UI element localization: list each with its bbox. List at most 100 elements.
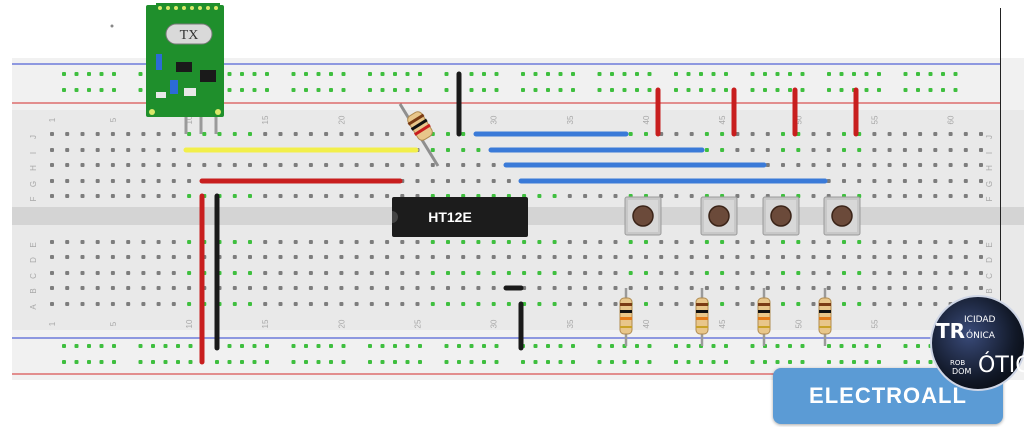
push-button-4[interactable] — [823, 196, 861, 236]
rail-hole — [827, 72, 831, 76]
rail-hole — [265, 360, 269, 364]
hole — [80, 163, 85, 167]
hole — [126, 271, 131, 275]
hole — [446, 302, 450, 306]
rail-hole — [265, 88, 269, 92]
hole — [750, 255, 755, 259]
hole — [811, 286, 816, 290]
rail-hole — [494, 360, 499, 364]
column-number: 10 — [185, 319, 194, 328]
rail-hole — [916, 360, 920, 364]
rail-hole — [368, 72, 372, 76]
rail-hole — [368, 344, 372, 348]
hole — [171, 302, 176, 306]
hole — [171, 194, 176, 198]
hole — [369, 255, 374, 259]
rail-hole — [699, 72, 703, 76]
hole — [263, 163, 268, 167]
column-number: 35 — [566, 115, 575, 124]
hole — [308, 302, 313, 306]
rail-hole — [329, 88, 333, 92]
rail-hole — [494, 88, 499, 92]
hole — [506, 271, 511, 275]
hole — [95, 179, 100, 183]
hole — [933, 148, 938, 152]
resistor-2[interactable] — [695, 288, 709, 346]
hole — [704, 286, 709, 290]
rail-hole — [494, 344, 499, 348]
hole — [628, 271, 633, 275]
rail-hole — [393, 360, 397, 364]
hole — [979, 148, 983, 152]
hole — [918, 148, 923, 152]
hole — [232, 302, 237, 306]
rail-hole — [775, 344, 780, 348]
rf-module-label: TX — [180, 28, 199, 43]
hole — [232, 271, 237, 275]
rail-hole — [635, 72, 639, 76]
hole — [948, 194, 953, 198]
hole — [156, 302, 161, 306]
hole — [887, 194, 892, 198]
hole — [720, 240, 725, 244]
column-number: 45 — [718, 319, 727, 328]
hole — [385, 132, 390, 136]
hole — [400, 271, 405, 275]
hole — [110, 271, 115, 275]
hole — [415, 286, 420, 290]
ic-ht12e[interactable]: HT12E — [392, 197, 528, 237]
hole — [187, 132, 192, 136]
hole — [842, 286, 846, 290]
hole — [95, 163, 100, 167]
rail-hole — [316, 72, 321, 76]
resistor-1[interactable] — [619, 288, 633, 346]
row-letter: H — [29, 165, 38, 171]
rail-hole — [674, 88, 678, 92]
rail-hole — [558, 360, 563, 364]
hole — [552, 255, 557, 259]
hole — [400, 132, 405, 136]
hole — [248, 132, 252, 136]
hole — [278, 302, 283, 306]
hole — [141, 286, 146, 290]
hole — [948, 271, 953, 275]
row-letter: J — [29, 135, 38, 139]
rail-hole — [546, 344, 550, 348]
rf-tx-module[interactable]: TX — [146, 3, 224, 134]
hole — [948, 240, 953, 244]
hole — [141, 148, 146, 152]
hole — [537, 240, 542, 244]
rail-hole — [457, 360, 461, 364]
hole — [187, 286, 192, 290]
hole — [110, 286, 115, 290]
hole — [887, 148, 892, 152]
hole — [369, 240, 374, 244]
hole — [80, 255, 85, 259]
resistor-oscillator[interactable] — [398, 103, 440, 167]
resistor-3[interactable] — [757, 288, 771, 346]
hole — [491, 255, 496, 259]
hole — [80, 302, 85, 306]
rail-hole — [62, 72, 66, 76]
hole — [339, 302, 344, 306]
push-button-1[interactable] — [624, 196, 662, 236]
hole — [902, 302, 907, 306]
hole — [50, 132, 54, 136]
hole — [80, 271, 85, 275]
rail-hole — [903, 344, 908, 348]
hole — [674, 286, 679, 290]
hole — [248, 240, 252, 244]
hole — [491, 179, 496, 183]
push-button-2[interactable] — [700, 196, 738, 236]
hole — [95, 194, 100, 198]
push-button-3[interactable] — [762, 196, 800, 236]
rail-hole — [763, 88, 767, 92]
rail-hole — [916, 88, 920, 92]
rail-hole — [916, 344, 920, 348]
column-number: 55 — [870, 319, 879, 328]
hole — [50, 240, 54, 244]
hole — [141, 271, 146, 275]
hole — [902, 286, 907, 290]
hole — [567, 302, 572, 306]
resistor-4[interactable] — [818, 288, 832, 346]
